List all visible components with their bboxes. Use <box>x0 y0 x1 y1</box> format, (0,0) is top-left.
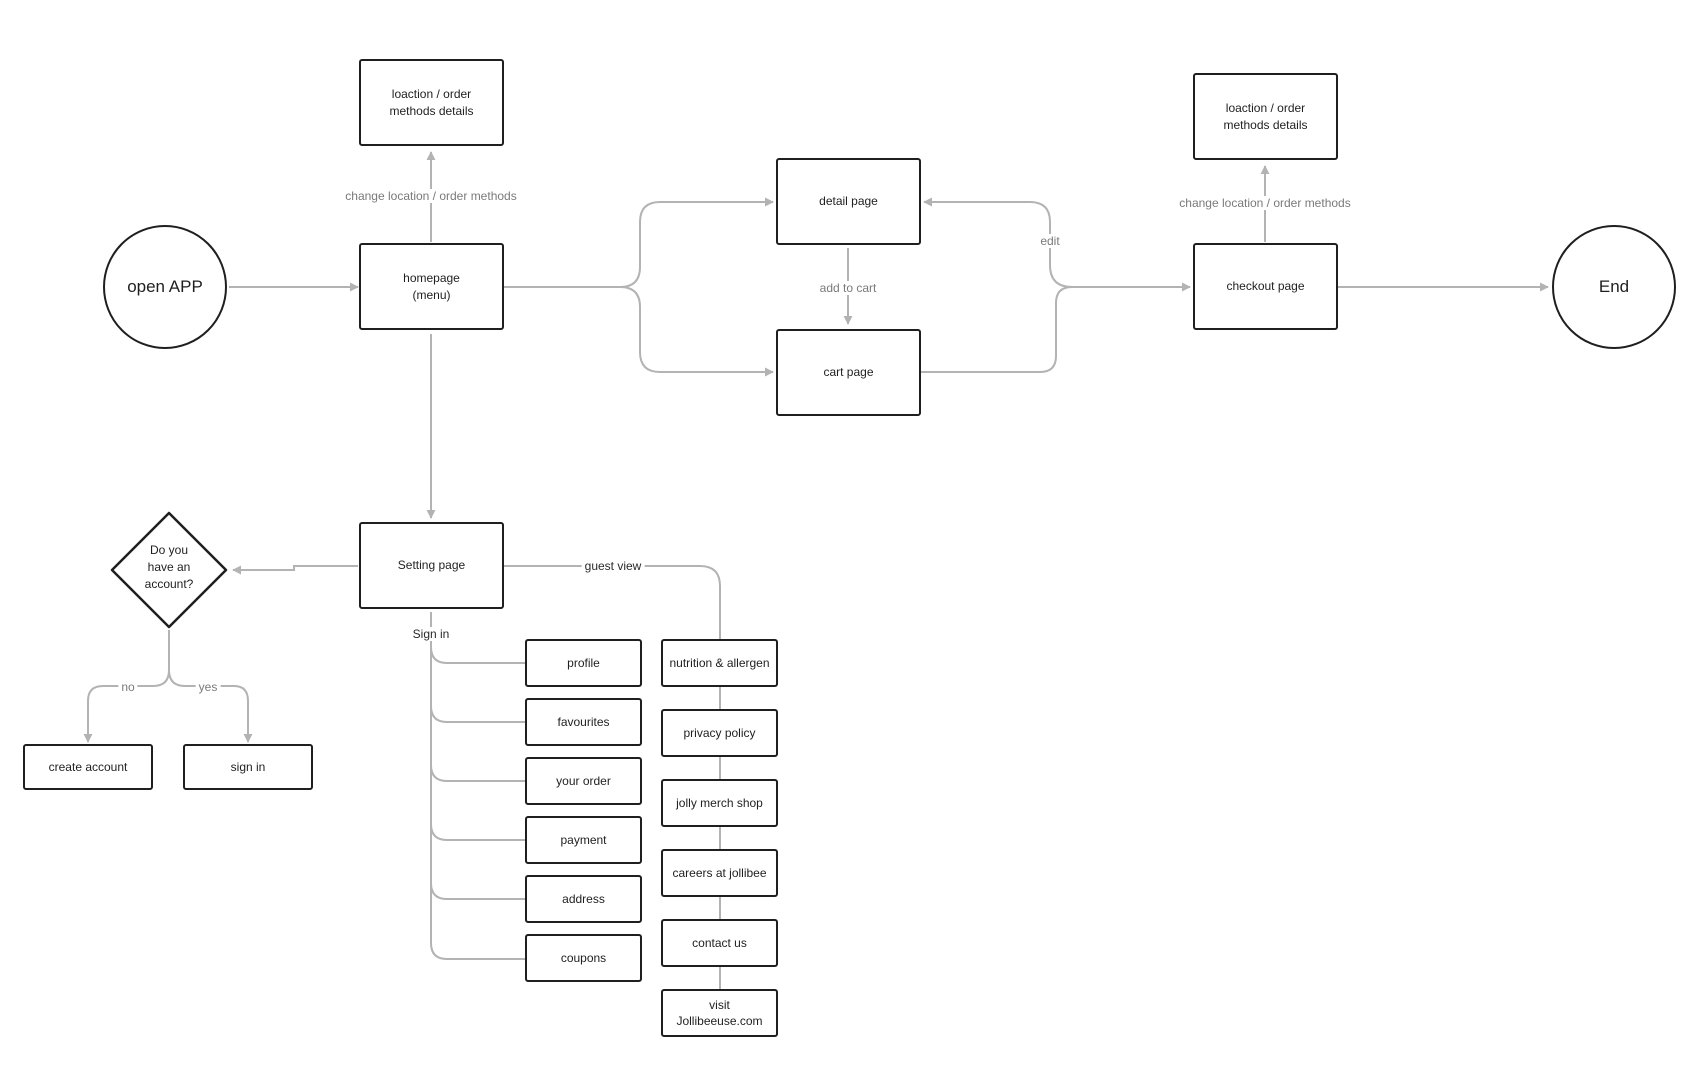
signed-in-item-profile[interactable]: profile <box>525 639 642 687</box>
edge-label-yes: yes <box>195 680 221 694</box>
signed-in-item-address[interactable]: address <box>525 875 642 923</box>
edge-label-edit: edit <box>1037 234 1063 248</box>
guest-item-contact-us[interactable]: contact us <box>661 919 778 967</box>
edge-label-add-to-cart: add to cart <box>816 281 880 295</box>
edge-label-change-location-top: change location / order methods <box>342 189 520 203</box>
open-app-node[interactable]: open APP <box>103 225 227 349</box>
edge-signin-branches <box>430 646 526 900</box>
guest-item-careers[interactable]: careers at jollibee <box>661 849 778 897</box>
edge-cart-to-checkout <box>920 282 1191 373</box>
edge-label-sign-in: Sign in <box>409 627 453 641</box>
signed-in-item-coupons[interactable]: coupons <box>525 934 642 982</box>
homepage-node[interactable]: homepage (menu) <box>359 243 504 330</box>
edge-question-no <box>83 669 170 743</box>
detail-page-node[interactable]: detail page <box>776 158 921 245</box>
create-account-node[interactable]: create account <box>23 744 153 790</box>
guest-item-merch-shop[interactable]: jolly merch shop <box>661 779 778 827</box>
sign-in-node[interactable]: sign in <box>183 744 313 790</box>
edge-label-no: no <box>118 680 138 694</box>
location-details-right-node[interactable]: loaction / order methods details <box>1193 73 1338 160</box>
edge-setting-to-question <box>232 565 358 575</box>
checkout-page-node[interactable]: checkout page <box>1193 243 1338 330</box>
edge-home-to-cart <box>619 286 774 377</box>
signed-in-item-favourites[interactable]: favourites <box>525 698 642 746</box>
signed-in-item-payment[interactable]: payment <box>525 816 642 864</box>
edge-edit-to-detail <box>923 197 1073 288</box>
end-node[interactable]: End <box>1552 225 1676 349</box>
edge-question-yes <box>168 669 253 743</box>
location-details-top-node[interactable]: loaction / order methods details <box>359 59 504 146</box>
edge-home-to-detail <box>619 197 774 288</box>
edge-signin-trunk <box>430 612 526 960</box>
guest-item-nutrition[interactable]: nutrition & allergen <box>661 639 778 687</box>
guest-item-visit-site[interactable]: visit Jollibeeuse.com <box>661 989 778 1037</box>
setting-page-node[interactable]: Setting page <box>359 522 504 609</box>
edge-label-change-location-right: change location / order methods <box>1176 196 1354 210</box>
edge-label-guest-view: guest view <box>581 559 645 573</box>
guest-item-privacy-policy[interactable]: privacy policy <box>661 709 778 757</box>
account-question-node[interactable] <box>109 510 229 630</box>
edge-setting-guest <box>504 565 721 640</box>
signed-in-item-your-order[interactable]: your order <box>525 757 642 805</box>
cart-page-node[interactable]: cart page <box>776 329 921 416</box>
